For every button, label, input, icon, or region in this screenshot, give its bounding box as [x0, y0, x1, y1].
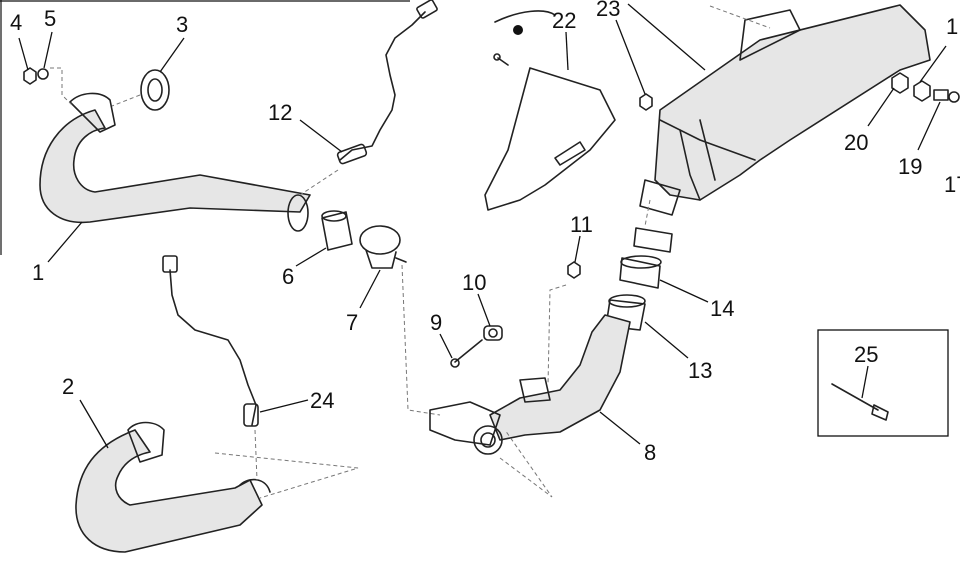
leader-1 [47, 221, 83, 263]
leader-3 [159, 37, 185, 73]
callout-23: 23 [596, 0, 620, 21]
leader-8 [599, 411, 641, 445]
screw-23[interactable] [639, 93, 653, 111]
nut-11[interactable] [567, 261, 581, 279]
callout-6: 6 [282, 264, 294, 289]
dash-11 [547, 284, 567, 386]
bolt-9[interactable] [450, 339, 483, 368]
leader-12 [299, 119, 343, 153]
nut-20[interactable] [891, 72, 909, 94]
leader-11 [574, 235, 581, 263]
leader-23b [627, 3, 706, 71]
lambda-sensor-24[interactable] [162, 255, 259, 427]
screw-22-dot[interactable] [513, 25, 523, 35]
dash-5-1 [50, 67, 73, 106]
callout-12: 12 [268, 100, 292, 125]
header-pipe-1[interactable] [39, 92, 311, 232]
dash-3 [111, 94, 141, 107]
dash-24 [214, 429, 359, 499]
callout-14: 14 [710, 296, 734, 321]
callout-1: 1 [32, 260, 44, 285]
dash-muffler-ring [644, 199, 651, 227]
nut-1x[interactable] [913, 80, 931, 102]
ring-14-upper[interactable] [633, 227, 673, 253]
muffler[interactable] [639, 4, 931, 216]
inset-frame-25 [817, 329, 949, 437]
callout-8: 8 [644, 440, 656, 465]
nut-4[interactable] [23, 67, 37, 85]
lambda-sensor-12[interactable] [336, 0, 438, 165]
dash-muffler-top [709, 5, 771, 29]
collar-14[interactable] [619, 255, 662, 289]
heat-shield-22[interactable] [484, 10, 616, 211]
pipe-8[interactable] [429, 314, 631, 455]
gasket-3[interactable] [140, 69, 170, 111]
callout-2: 2 [62, 374, 74, 399]
callout-22: 22 [552, 8, 576, 33]
callout-5: 5 [44, 6, 56, 31]
leader-19 [917, 101, 941, 151]
leader-13 [644, 321, 689, 359]
leader-2 [79, 399, 109, 449]
callout-4: 4 [10, 10, 22, 35]
sleeve-6[interactable] [321, 210, 353, 251]
leader-25 [861, 365, 869, 399]
callout-19: 19 [898, 154, 922, 179]
callout-9: 9 [430, 310, 442, 335]
callout-7: 7 [346, 310, 358, 335]
leader-1x [919, 45, 947, 83]
callout-20: 20 [844, 130, 868, 155]
leader-9 [439, 333, 453, 359]
leader-5 [43, 31, 53, 69]
leader-4 [18, 37, 29, 71]
leader-24 [259, 399, 309, 413]
callout-3: 3 [176, 12, 188, 37]
callout-25: 25 [854, 342, 878, 367]
washer-5[interactable] [37, 68, 49, 80]
bolt-19[interactable] [933, 89, 960, 103]
leader-7 [359, 269, 381, 309]
callout-1x: 1 [946, 14, 958, 39]
leader-6 [295, 247, 327, 267]
dash-7-8 [401, 264, 441, 416]
leader-10 [477, 293, 491, 327]
leader-22 [565, 31, 569, 71]
leader-14 [659, 279, 709, 303]
callout-11: 11 [570, 212, 593, 237]
callout-24: 24 [310, 388, 334, 413]
dash-12 [299, 169, 339, 196]
screw-22[interactable] [493, 53, 509, 66]
clamp-7[interactable] [359, 225, 407, 269]
bolt-25[interactable] [831, 383, 889, 421]
callout-17: 17 [944, 172, 960, 197]
dash-8-triangle [499, 429, 553, 498]
leader-23a [615, 19, 646, 95]
callout-10: 10 [462, 270, 486, 295]
leader-20 [867, 87, 895, 127]
callout-13: 13 [688, 358, 712, 383]
rubber-10[interactable] [483, 325, 503, 341]
